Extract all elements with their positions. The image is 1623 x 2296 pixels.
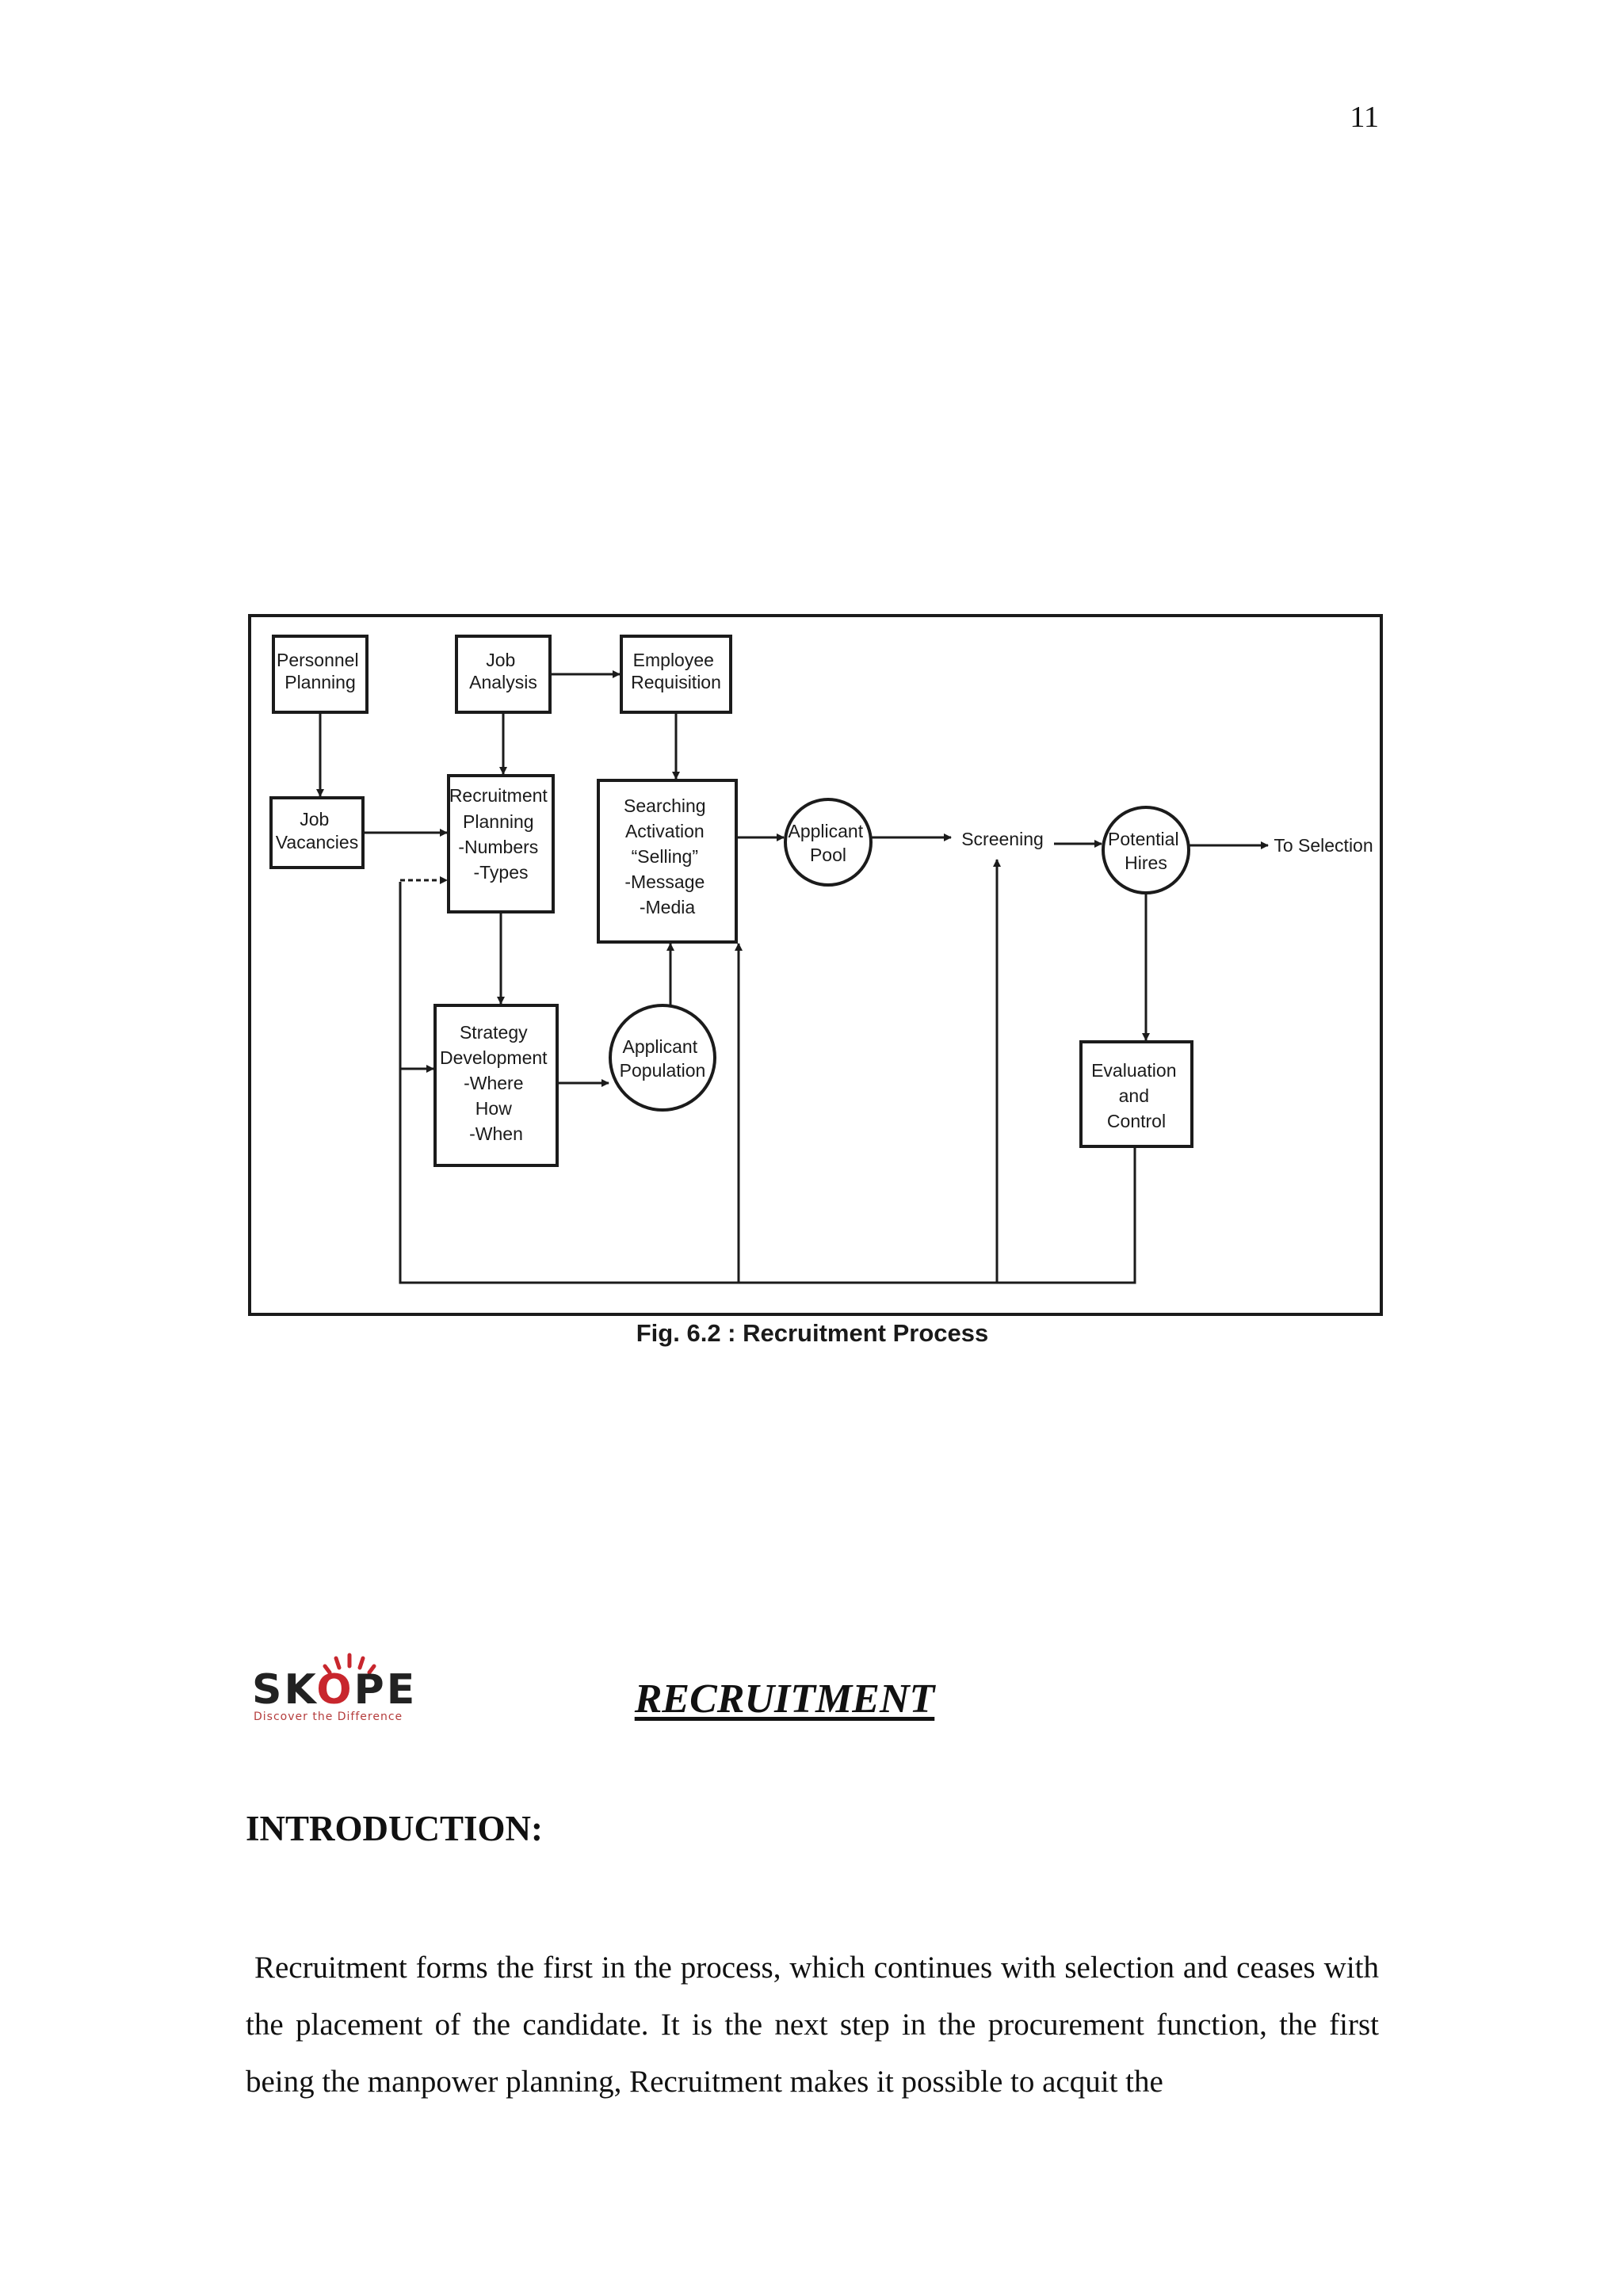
- skope-logo: SKOPE Discover the Difference: [252, 1652, 450, 1723]
- label-applicant-population: Applicant Population: [620, 1036, 706, 1081]
- label-potential-hires: Potential Hires: [1108, 829, 1184, 873]
- recruitment-process-diagram: Personnel Planning Job Analysis Employee…: [248, 614, 1383, 1316]
- feedback-line: [399, 882, 1136, 1284]
- applicant-population-circle: [609, 1004, 716, 1112]
- searching-box: [597, 779, 738, 944]
- intro-paragraph: Recruitment forms the first in the proce…: [246, 1951, 1387, 2099]
- logo-rays-icon: [323, 1653, 376, 1675]
- label-job-vacancies: Job Vacancies: [276, 809, 358, 852]
- label-evaluation-control: Evaluation and Control: [1091, 1060, 1182, 1131]
- evaluation-control-box: [1079, 1040, 1193, 1148]
- label-strategy-development: Strategy Development -Where How -When: [440, 1022, 552, 1144]
- figure-caption: Fig. 6.2 : Recruitment Process: [636, 1319, 989, 1347]
- section-heading: INTRODUCTION:: [246, 1809, 544, 1848]
- applicant-pool-circle: [784, 798, 873, 887]
- label-applicant-pool: Applicant Pool: [788, 821, 868, 865]
- logo-wordmark: SKOPE: [252, 1666, 418, 1714]
- page-title: RECRUITMENT: [634, 1676, 935, 1722]
- label-personnel-planning: Personnel Planning: [277, 650, 364, 692]
- label-job-analysis: Job Analysis: [469, 650, 537, 692]
- label-to-selection: To Selection: [1274, 835, 1373, 856]
- label-searching: Searching Activation “Selling” -Message …: [624, 795, 711, 917]
- page-number: 11: [1350, 101, 1379, 134]
- diagram-frame: [248, 614, 1383, 1316]
- strategy-development-box: [433, 1004, 559, 1167]
- label-employee-requisition: Employee Requisition: [631, 650, 721, 692]
- potential-hires-circle: [1102, 806, 1190, 894]
- logo-tagline: Discover the Difference: [254, 1711, 403, 1723]
- label-screening: Screening: [961, 829, 1044, 849]
- label-recruitment-planning: Recruitment Planning -Numbers -Types: [449, 785, 552, 883]
